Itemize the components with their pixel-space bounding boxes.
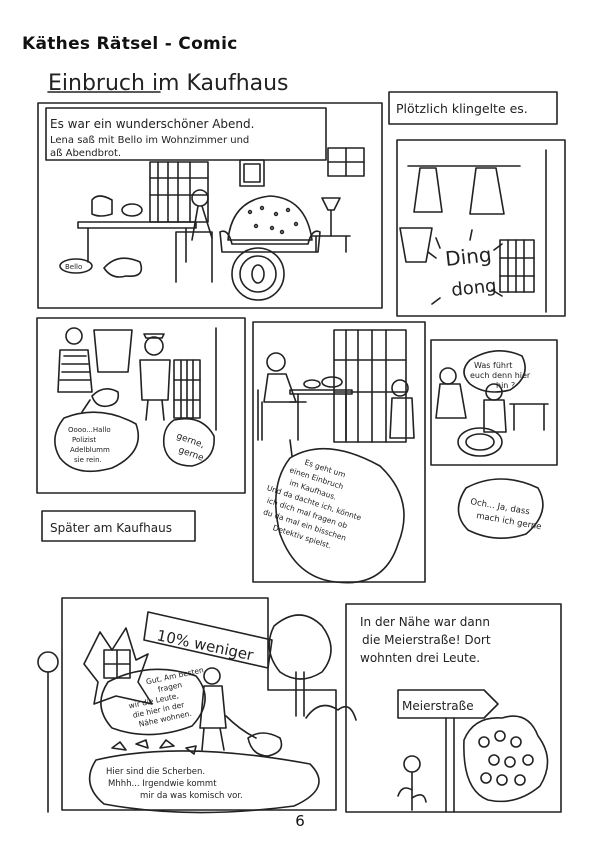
panel-2: [388, 91, 566, 317]
panel-2-frame: [396, 139, 566, 317]
girl-drawing: [203, 667, 221, 685]
panel-5: [430, 339, 558, 539]
door-drawing: [499, 239, 535, 293]
panel-5-frame: [430, 339, 558, 466]
bubble-p5-top-line-1: Was führt: [474, 361, 512, 370]
panel-8: [345, 603, 562, 813]
speech-bubble-girl: [463, 350, 526, 393]
panel-1-caption-box: [45, 107, 327, 161]
speech-bubble-lena: [54, 411, 140, 473]
table-drawing: [77, 195, 197, 263]
panel-1-title: Einbruch im Kaufhaus: [48, 71, 289, 96]
bookshelf-drawing: [149, 161, 209, 223]
rug-drawing: [457, 427, 503, 457]
panel-2-caption-box: [388, 91, 558, 125]
bubble-lena-line-2: Polizist: [72, 436, 96, 444]
panel-7-frame: [61, 597, 337, 811]
page-title: Käthes Rätsel - Comic: [22, 34, 238, 54]
speech-bubble-policeman: [162, 417, 215, 467]
panel-6-caption: Später am Kaufhaus: [50, 521, 172, 535]
policeman-drawing: [483, 399, 507, 433]
shop-sign: [143, 611, 273, 669]
panel-1-caption-line-3: aß Abendbrot.: [50, 148, 121, 159]
shop-sign-text: 10% weniger: [155, 626, 256, 664]
dog-drawing: [103, 257, 143, 278]
bookshelf-drawing: [333, 329, 407, 443]
bubble-p7-bottom-line-1: Hier sind die Scherben.: [106, 767, 205, 777]
panel-8-caption-line-3: wohnten drei Leute.: [360, 651, 480, 665]
sound-dong: dong: [450, 275, 497, 301]
bubble-lena-line-4: sie rein.: [74, 456, 102, 464]
panel-8-frame: [345, 603, 562, 813]
tree-drawing: [463, 715, 549, 803]
sofa-drawing: [219, 195, 321, 253]
street-lamp-drawing: [37, 651, 59, 673]
glass-shards-drawing: [111, 739, 197, 755]
bubble-p5-bottom-line-2: mach ich gerne: [475, 511, 542, 532]
dog-drawing: [247, 732, 283, 757]
page-number: 6: [295, 812, 305, 830]
dog-bowl-label: Bello: [65, 263, 82, 271]
panel-1-caption-line-1: Es war ein wunderschöner Abend.: [50, 117, 254, 131]
bush-drawing: [305, 704, 357, 721]
table-drawing: [289, 389, 353, 395]
panel-3-frame: [36, 317, 246, 494]
broken-window-drawing: [83, 627, 153, 705]
girl-drawing: [391, 379, 409, 397]
speech-bubble-policeman: [100, 668, 206, 736]
panel-6-caption-box: [41, 510, 196, 542]
picture-frame: [239, 159, 265, 187]
bubble-p5-top-line-3: hin ?: [496, 381, 515, 390]
panel-3: [36, 317, 246, 494]
panel-8-caption-line-2: die Meierstraße! Dort: [362, 633, 491, 647]
panel-4: [252, 321, 426, 584]
speech-bubble-policeman: [457, 478, 544, 539]
street-sign: [397, 689, 499, 719]
panel-1-frame: [37, 102, 383, 309]
bubble-p7-bottom-line-2: Mhhh... Irgendwie kommt: [108, 779, 217, 789]
panel-1: [37, 91, 383, 309]
tree-drawing: [268, 614, 332, 717]
panel-7: [37, 597, 357, 814]
bubble-lena-line-3: Adelblumm: [70, 446, 110, 454]
speech-bubble-policeman: [275, 447, 405, 584]
coat-drawing: [413, 167, 443, 213]
lamp-drawing: [321, 197, 341, 211]
basket-drawing: [399, 227, 433, 263]
panel-2-caption: Plötzlich klingelte es.: [396, 101, 528, 116]
dog-bowl-drawing: [59, 258, 93, 274]
girl-drawing: [57, 349, 93, 393]
panel-8-caption-line-1: In der Nähe war dann: [360, 615, 490, 629]
bubble-lena-line-1: Oooo...Hallo: [68, 426, 111, 434]
flower-drawing: [403, 755, 421, 773]
coat-rack-drawing: [93, 329, 133, 373]
dog-drawing: [91, 388, 120, 408]
policeman-drawing: [139, 333, 171, 421]
bubble-p7-bottom-line-3: mir da was komisch vor.: [140, 791, 243, 801]
street-sign-text: Meierstraße: [402, 699, 474, 713]
table-drawing: [509, 403, 549, 431]
panel-1-caption-line-2: Lena saß mit Bello im Wohnzimmer und: [50, 135, 249, 146]
speech-bubble-girl: [88, 750, 320, 814]
sound-ding: Ding: [444, 242, 493, 271]
rug-drawing: [231, 247, 285, 301]
girl-drawing: [435, 383, 467, 419]
girl-drawing: [175, 189, 213, 283]
bubble-p5-top-line-2: euch denn hier: [470, 371, 531, 380]
